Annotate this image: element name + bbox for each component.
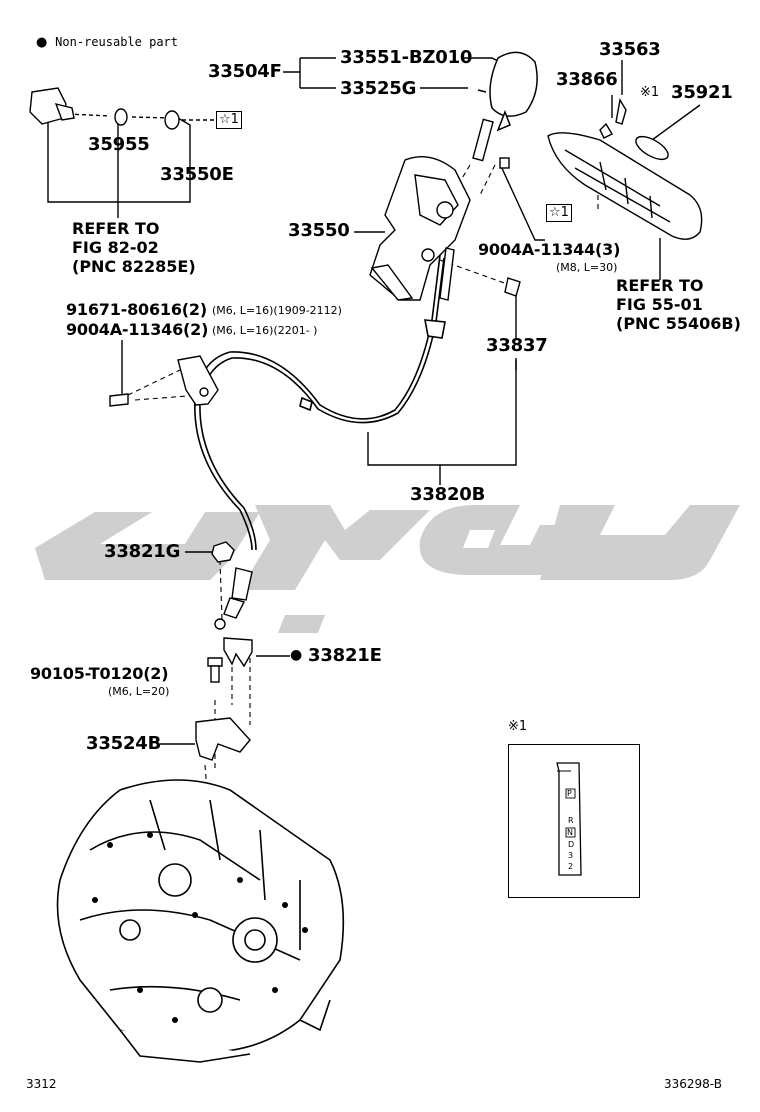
gear-R: R: [568, 816, 574, 825]
part-33821G[interactable]: 33821G: [104, 541, 181, 562]
note-mark-1: ※1: [640, 85, 660, 100]
part-33504F[interactable]: 33504F: [208, 61, 282, 82]
indicator-plate-shape: [556, 762, 582, 876]
star-ref-left: ☆1: [216, 111, 242, 129]
part-33550[interactable]: 33550: [288, 220, 350, 241]
part-9004A-11346[interactable]: 9004A-11346(2): [66, 320, 209, 339]
part-33550E[interactable]: 33550E: [160, 164, 234, 185]
gear-3: 3: [568, 851, 574, 860]
spec-9004A-11346: (M6, L=16)(2201- ): [212, 324, 318, 337]
part-33866[interactable]: 33866: [556, 69, 618, 90]
non-reusable-bullet-icon: ●: [290, 647, 303, 663]
gear-2: 2: [568, 862, 574, 871]
legend-bullet-icon: ●: [36, 35, 48, 50]
refer-fig-55-01[interactable]: REFER TO FIG 55-01 (PNC 55406B): [616, 276, 741, 333]
part-33820B[interactable]: 33820B: [410, 484, 486, 505]
footer-page-number: 3312: [26, 1077, 57, 1091]
part-91671-80616[interactable]: 91671-80616(2): [66, 300, 207, 319]
spec-90105-T0120: (M6, L=20): [108, 685, 170, 698]
footer-illustration-id: 336298-B: [664, 1077, 722, 1091]
part-33551-BZ010[interactable]: 33551-BZ010: [340, 47, 473, 68]
gear-D: D: [568, 840, 575, 849]
part-33837[interactable]: 33837: [486, 335, 548, 356]
part-33524B[interactable]: 33524B: [86, 733, 162, 754]
part-35955[interactable]: 35955: [88, 134, 150, 155]
part-9004A-11344[interactable]: 9004A-11344(3): [478, 240, 621, 259]
part-33563[interactable]: 33563: [599, 39, 661, 60]
part-33525G[interactable]: 33525G: [340, 78, 417, 99]
part-35921[interactable]: 35921: [671, 82, 733, 103]
inset-indicator-plate: P R N D 3 2: [508, 744, 640, 898]
spec-9004A-11344: (M8, L=30): [556, 261, 618, 274]
spec-91671-80616: (M6, L=16)(1909-2112): [212, 304, 342, 317]
inset-mark: ※1: [508, 719, 528, 734]
gear-P: P: [567, 789, 572, 798]
star-ref-right: ☆1: [546, 204, 572, 222]
part-33821E[interactable]: 33821E: [308, 645, 382, 666]
legend-text: Non-reusable part: [55, 35, 178, 49]
legend: ● Non-reusable part: [36, 36, 178, 49]
gear-N: N: [567, 828, 573, 837]
part-90105-T0120[interactable]: 90105-T0120(2): [30, 664, 169, 683]
refer-fig-82-02[interactable]: REFER TO FIG 82-02 (PNC 82285E): [72, 219, 196, 276]
